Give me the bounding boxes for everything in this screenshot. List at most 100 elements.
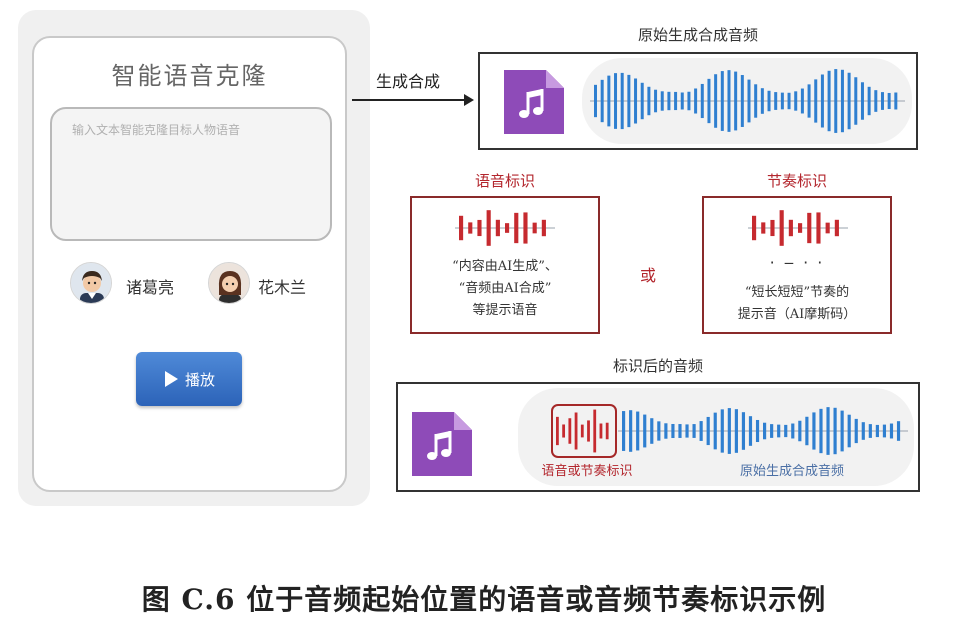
waveform-bar [820, 74, 824, 128]
waveform-bar [593, 409, 597, 453]
waveform-bar [580, 424, 584, 438]
waveform-bar [627, 74, 631, 128]
waveform-bar [794, 91, 798, 111]
voice-mark-waveform [455, 210, 555, 246]
rhythm-mark-waveform [748, 210, 848, 246]
voice-mark-line: 等提示语音 [472, 303, 538, 318]
waveform-bar [680, 92, 684, 110]
waveform-bar [812, 412, 816, 450]
waveform-bar [556, 416, 559, 446]
waveform-bar [727, 70, 731, 132]
waveform-bar [468, 222, 473, 234]
original-audio-title: 原始生成合成音频 [637, 26, 758, 44]
waveform-bar [847, 72, 851, 130]
waveform-bar [827, 70, 831, 132]
waveform-bar [854, 77, 858, 125]
person-name-zhugeliang: 诸葛亮 [126, 278, 175, 297]
waveform-bar [707, 78, 711, 124]
female-avatar-icon[interactable] [208, 262, 250, 304]
voice-mark-box [410, 196, 600, 334]
voice-mark-description: “内容由AI生成”、 “音频由AI合成” 等提示语音 [410, 256, 600, 322]
or-label: 或 [640, 266, 657, 285]
waveform-bar [748, 416, 753, 446]
waveform-bar [568, 418, 572, 444]
waveform-bar [614, 73, 618, 129]
waveform-bar [777, 424, 781, 438]
waveform-bar [889, 423, 894, 439]
waveform-bar [840, 69, 844, 133]
waveform-bar [459, 215, 464, 241]
waveform-bar [495, 219, 500, 237]
music-file-icon [410, 410, 474, 478]
play-button[interactable]: 播放 [136, 352, 242, 406]
figure-caption: 图 C.6 位于音频起始位置的语音或音频节奏标识示例 [141, 583, 827, 616]
waveform-bar [874, 90, 878, 112]
marker-label: 语音或节奏标识 [541, 464, 633, 479]
marked-audio-title: 标识后的音频 [612, 357, 703, 375]
person-name-huamulan: 花木兰 [258, 278, 307, 297]
text-input-box[interactable] [50, 107, 332, 241]
original-waveform [590, 69, 905, 133]
waveform-bar [713, 412, 717, 450]
original-waveform [618, 407, 908, 455]
waveform-bar [647, 86, 651, 116]
waveform-bar [532, 222, 537, 234]
waveform-bar [875, 424, 879, 438]
waveform-bar [894, 92, 898, 110]
waveform-bar [664, 423, 668, 439]
waveform-bar [734, 409, 738, 453]
waveform-bar [752, 215, 757, 241]
marker-waveform [556, 409, 609, 453]
waveform-bar [819, 408, 823, 454]
play-icon [164, 371, 178, 387]
play-button-label: 播放 [184, 370, 215, 389]
rhythm-mark-box [702, 196, 892, 334]
waveform-bar [514, 212, 519, 244]
arrow-label: 生成合成 [376, 72, 441, 91]
waveform-bar [779, 210, 784, 246]
app-title: 智能语音克隆 [111, 62, 268, 90]
waveform-bar [700, 83, 704, 119]
marker-highlight [551, 404, 617, 458]
waveform-bar [882, 424, 887, 438]
waveform-bar [643, 414, 647, 448]
waveform-bar [477, 219, 482, 237]
waveform-bar [834, 219, 839, 237]
waveform-bar [650, 418, 654, 444]
voice-mark-line: “内容由AI生成”、 [452, 259, 558, 274]
rhythm-mark-line: 提示音（AI摩斯码） [737, 307, 857, 322]
waveform-bar [755, 419, 760, 443]
waveform-bar [660, 91, 664, 111]
rhythm-mark-line: “短长短短”节奏的 [744, 285, 850, 300]
waveform-bar [805, 416, 809, 446]
waveform-bar [674, 91, 678, 111]
waveform-bar [562, 424, 566, 438]
waveform-bar [671, 423, 675, 439]
waveform-bar [763, 422, 767, 440]
waveform-bar [692, 424, 696, 438]
text-input-placeholder: 输入文本智能克隆目标人物语音 [72, 123, 241, 137]
waveform-bar [784, 424, 788, 438]
waveform-bar [896, 421, 901, 441]
waveform-bar [740, 75, 744, 127]
waveform-bar [747, 79, 751, 123]
waveform-bar [706, 416, 710, 446]
waveform-bar [678, 424, 682, 438]
waveform-bar [834, 69, 838, 133]
waveform-bar [622, 411, 626, 451]
waveform-bar [734, 71, 738, 131]
male-avatar-icon[interactable] [70, 262, 112, 304]
voice-mark-line: “音频由AI合成” [458, 281, 552, 296]
waveform-bar [587, 420, 590, 442]
waveform-bar [833, 407, 837, 455]
waveform-bar [854, 418, 858, 444]
waveform-bar [694, 88, 698, 114]
waveform-bar [607, 75, 611, 127]
waveform-bar [867, 86, 871, 116]
waveform-bar [787, 92, 791, 110]
waveform-bar [774, 92, 778, 110]
waveform-bar [699, 421, 703, 441]
waveform-bar [814, 79, 818, 123]
waveform-bar [816, 212, 821, 244]
waveform-bar [636, 411, 640, 451]
